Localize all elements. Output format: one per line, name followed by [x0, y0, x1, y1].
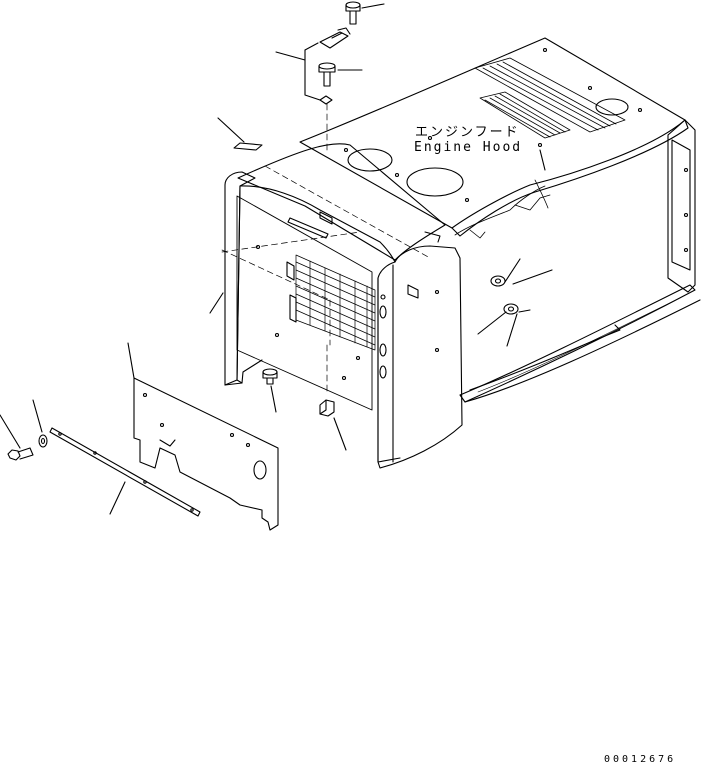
rear-side-frame [459, 119, 701, 403]
hood-fastener-dots [343, 47, 643, 203]
flat-plate [217, 117, 263, 151]
hex-nut [319, 344, 347, 451]
front-grille-mesh [295, 254, 376, 351]
lower-bolt [262, 368, 278, 413]
mount-bolt [318, 62, 363, 151]
hidden-lines [221, 165, 431, 346]
engine-hood-panel [299, 37, 689, 237]
latch-bracket [275, 27, 351, 101]
hood-louvre-front [479, 91, 571, 139]
hood-hinge-area [454, 179, 551, 239]
drawing-number: 00012676 [604, 754, 677, 765]
part-name-japanese: エンジンフード [415, 125, 520, 140]
left-washer [32, 399, 48, 448]
front-cover-plate [127, 342, 279, 531]
washers-right [477, 258, 553, 347]
left-bolt [0, 414, 34, 461]
strip-bar [49, 427, 201, 517]
top-bolt [345, 1, 385, 25]
part-name-english: Engine Hood [414, 140, 523, 155]
hood-louvre-rear [474, 57, 626, 133]
hood-front-frame [221, 143, 463, 469]
leader-lines [209, 149, 546, 314]
